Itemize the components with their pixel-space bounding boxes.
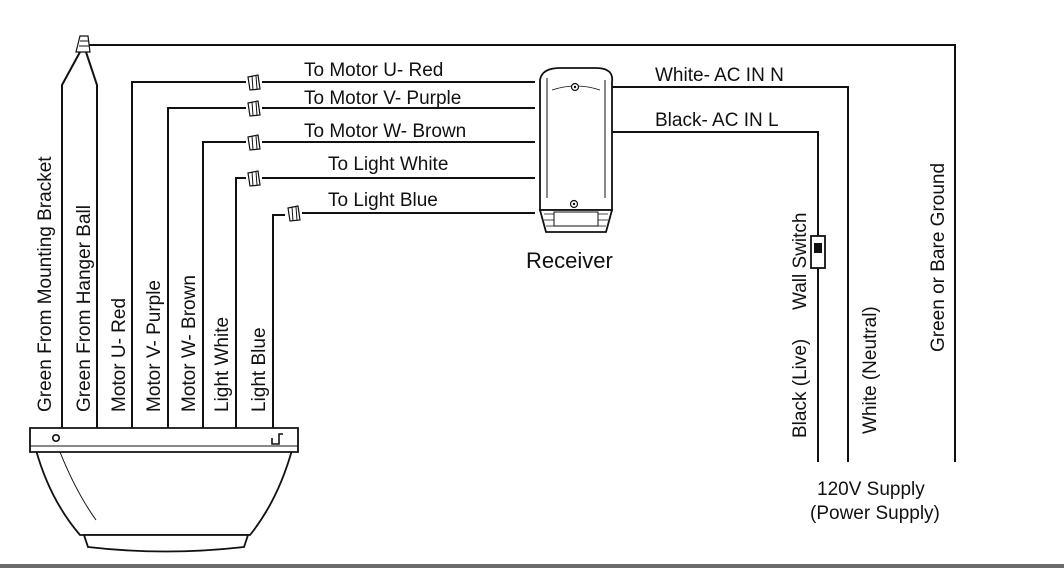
motor-u-wire [131, 81, 246, 428]
label-motor-w: Motor W- Brown [179, 275, 200, 412]
motor-v-wire [167, 107, 246, 428]
green-bracket-wire [61, 51, 81, 428]
label-black-live: Black (Live) [790, 339, 811, 438]
label-to-motor-w: To Motor W- Brown [304, 121, 466, 142]
receiver-label: Receiver [526, 248, 613, 273]
light-white-wire-nut-icon [247, 170, 261, 187]
ground-wire [85, 44, 956, 462]
label-white-neutral: White (Neutral) [860, 306, 881, 434]
label-wall-switch: Wall Switch [790, 213, 811, 310]
canopy-housing [29, 427, 299, 553]
light-blue-wire [272, 214, 285, 428]
black-ac-wire [612, 131, 819, 236]
motor-w-wire [202, 141, 246, 428]
canopy-screw-icon [51, 433, 60, 442]
label-to-light-blue: To Light Blue [328, 190, 438, 211]
label-white-ac: White- AC IN N [655, 65, 784, 86]
label-motor-v: Motor V- Purple [144, 280, 165, 412]
canopy-slot-icon [271, 433, 283, 445]
label-light-blue: Light Blue [249, 327, 270, 412]
wall-switch-icon [810, 235, 826, 269]
label-to-motor-v: To Motor V- Purple [304, 88, 461, 109]
label-green-ball: Green From Hanger Ball [74, 205, 95, 412]
label-green-bracket: Green From Mounting Bracket [35, 156, 56, 412]
supply-label-line2: (Power Supply) [810, 503, 940, 524]
label-to-motor-u: To Motor U- Red [304, 60, 443, 81]
label-ground: Green or Bare Ground [928, 163, 949, 352]
receiver-module [538, 67, 614, 233]
label-black-ac: Black- AC IN L [655, 110, 779, 131]
wire-nuts [75, 35, 301, 222]
motor-w-wire-nut-icon [247, 134, 261, 151]
bottom-divider [0, 564, 1064, 568]
green-ball-wire [85, 51, 98, 428]
motor-u-wire-nut-icon [247, 74, 261, 91]
white-ac-wire [612, 86, 849, 462]
label-motor-u: Motor U- Red [109, 298, 130, 412]
light-white-wire [235, 177, 246, 428]
labels: To Motor U- Red To Motor V- Purple To Mo… [35, 60, 949, 524]
light-blue-wire-nut-icon [287, 205, 301, 222]
label-to-light-white: To Light White [328, 154, 448, 175]
label-light-white: Light White [212, 317, 233, 412]
supply-label-line1: 120V Supply [817, 479, 925, 500]
motor-v-wire-nut-icon [247, 100, 261, 117]
ground-wire-nut-icon [75, 35, 91, 53]
wires [61, 44, 956, 462]
